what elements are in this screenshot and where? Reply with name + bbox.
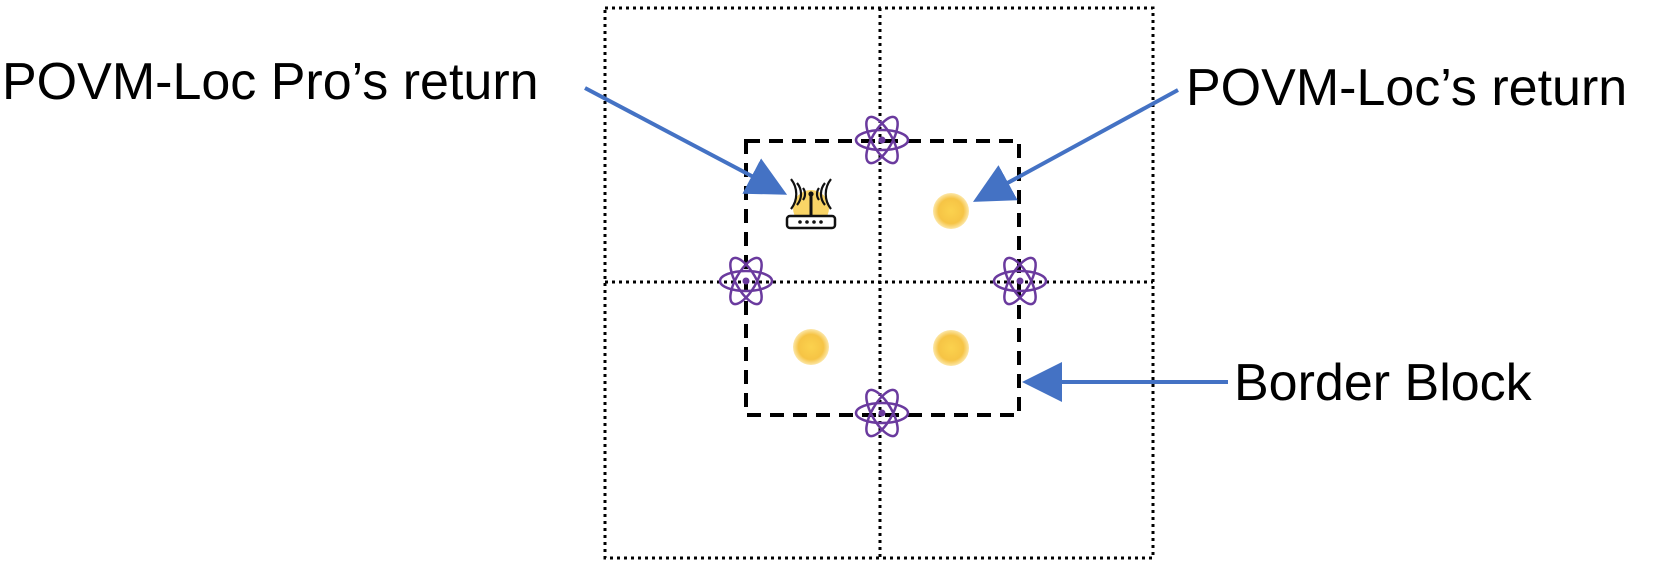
candidate-dot-icon [793, 329, 829, 365]
outer-grid [603, 6, 1155, 560]
pro-return-label: POVM-Loc Pro’s return [2, 53, 539, 111]
loc-return-arrow [972, 88, 1179, 202]
candidate-dot-icon [933, 330, 969, 366]
border-block-label: Border Block [1234, 354, 1533, 412]
loc-return-label: POVM-Loc’s return [1186, 59, 1627, 117]
border-block [744, 139, 1021, 417]
pro-return-arrow [584, 86, 788, 195]
wifi-router-icon [785, 178, 837, 230]
candidate-dot-icon [933, 193, 969, 229]
